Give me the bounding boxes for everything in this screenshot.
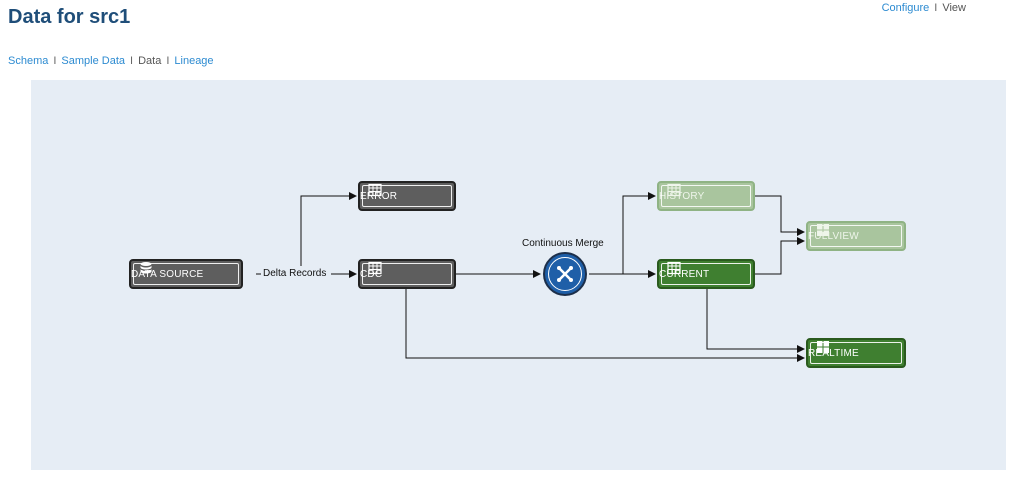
tab-data: Data bbox=[138, 55, 162, 67]
node-fullview[interactable]: FULLVIEW bbox=[806, 221, 906, 251]
separator: I bbox=[53, 55, 57, 67]
node-realtime[interactable]: REALTIME bbox=[806, 338, 906, 368]
continuous-merge-node[interactable] bbox=[543, 252, 587, 296]
node-label: REALTIME bbox=[808, 347, 859, 359]
node-label: DATA SOURCE bbox=[131, 268, 204, 280]
page-title: Data for src1 bbox=[8, 6, 131, 28]
grid-icon bbox=[817, 341, 829, 353]
tab-sample-data[interactable]: Sample Data bbox=[61, 55, 126, 67]
configure-link[interactable]: Configure bbox=[881, 2, 930, 14]
edge-label-continuous-merge: Continuous Merge bbox=[522, 238, 604, 249]
separator: I bbox=[934, 2, 938, 14]
tab-nav: Schema I Sample Data I Data I Lineage bbox=[8, 55, 214, 67]
node-error[interactable]: ERROR bbox=[358, 181, 456, 211]
node-current[interactable]: CURRENT bbox=[657, 259, 755, 289]
tab-schema[interactable]: Schema bbox=[8, 55, 49, 67]
lineage-diagram: DATA SOURCE ERROR CDC Delta Records Cont… bbox=[31, 80, 1006, 470]
separator: I bbox=[130, 55, 134, 67]
edge-history-fullview bbox=[755, 195, 805, 236]
table-icon bbox=[667, 261, 681, 275]
edge-current-fullview bbox=[755, 237, 805, 275]
database-icon bbox=[140, 262, 152, 274]
tab-lineage[interactable]: Lineage bbox=[174, 55, 214, 67]
edge-cdc-realtime bbox=[405, 289, 805, 362]
node-label: HISTORY bbox=[659, 190, 705, 202]
table-icon bbox=[667, 183, 681, 197]
table-icon bbox=[368, 183, 382, 197]
edge-current-realtime bbox=[706, 289, 805, 353]
node-cdc[interactable]: CDC bbox=[358, 259, 456, 289]
grid-icon bbox=[817, 224, 829, 236]
node-data-source[interactable]: DATA SOURCE bbox=[129, 259, 243, 289]
view-label: View bbox=[942, 2, 966, 14]
merge-icon bbox=[557, 266, 573, 282]
table-icon bbox=[368, 261, 382, 275]
edge-label-delta-records: Delta Records bbox=[263, 268, 327, 279]
edge-merge-history bbox=[622, 192, 656, 274]
node-history[interactable]: HISTORY bbox=[657, 181, 755, 211]
separator: I bbox=[166, 55, 170, 67]
view-mode-switch: Configure I View bbox=[882, 2, 966, 14]
node-label: FULLVIEW bbox=[808, 230, 859, 242]
edge-datasource-error bbox=[300, 192, 357, 266]
lineage-edges bbox=[256, 192, 805, 362]
node-label: CURRENT bbox=[659, 268, 710, 280]
